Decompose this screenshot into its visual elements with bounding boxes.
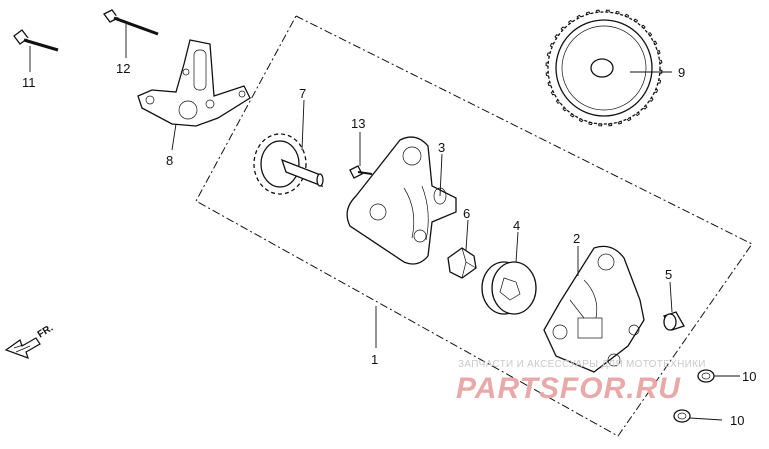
front-arrow-icon [4, 337, 41, 359]
pump-cover-3 [346, 136, 457, 265]
callout-6: 6 [463, 206, 470, 221]
callout-9: 9 [678, 65, 685, 80]
bolt-12 [103, 9, 161, 36]
o-ring-10-upper [697, 369, 715, 383]
callout-3: 3 [438, 140, 445, 155]
callout-12: 12 [116, 61, 130, 76]
leader-6 [465, 219, 469, 251]
callout-8: 8 [166, 153, 173, 168]
leader-4 [515, 231, 519, 263]
sprocket-7 [253, 133, 324, 195]
bolt-11 [13, 29, 61, 52]
callout-10-lower: 10 [730, 413, 744, 428]
callout-4: 4 [513, 218, 520, 233]
front-marker-label: FR. [36, 323, 56, 341]
watermark-caption: ЗАПЧАСТИ И АКСЕССУАРЫ ДЛЯ МОТОТЕХНИКИ [458, 359, 706, 370]
callout-5: 5 [665, 267, 672, 282]
callout-11: 11 [22, 75, 36, 90]
dowel-pin-5 [663, 311, 685, 331]
watermark-brand: PARTSFOR.RU [456, 372, 681, 405]
bracket-8 [137, 39, 251, 127]
callout-2: 2 [573, 231, 580, 246]
assembly-boundary [195, 15, 753, 437]
callout-1: 1 [371, 352, 378, 367]
leader-10-lower [689, 417, 723, 421]
callout-7: 7 [299, 86, 306, 101]
inner-rotor-6 [447, 247, 477, 279]
leader-3 [439, 153, 443, 197]
pump-body-2 [543, 245, 645, 373]
callout-10-upper: 10 [742, 369, 756, 384]
leader-8 [171, 123, 177, 151]
leader-7 [301, 99, 305, 151]
callout-13: 13 [351, 116, 365, 131]
driven-gear-9 [545, 9, 663, 127]
leader-5 [669, 281, 673, 313]
outer-rotor-4 [481, 261, 537, 315]
o-ring-10-lower [673, 409, 691, 423]
screw-13 [349, 165, 373, 179]
